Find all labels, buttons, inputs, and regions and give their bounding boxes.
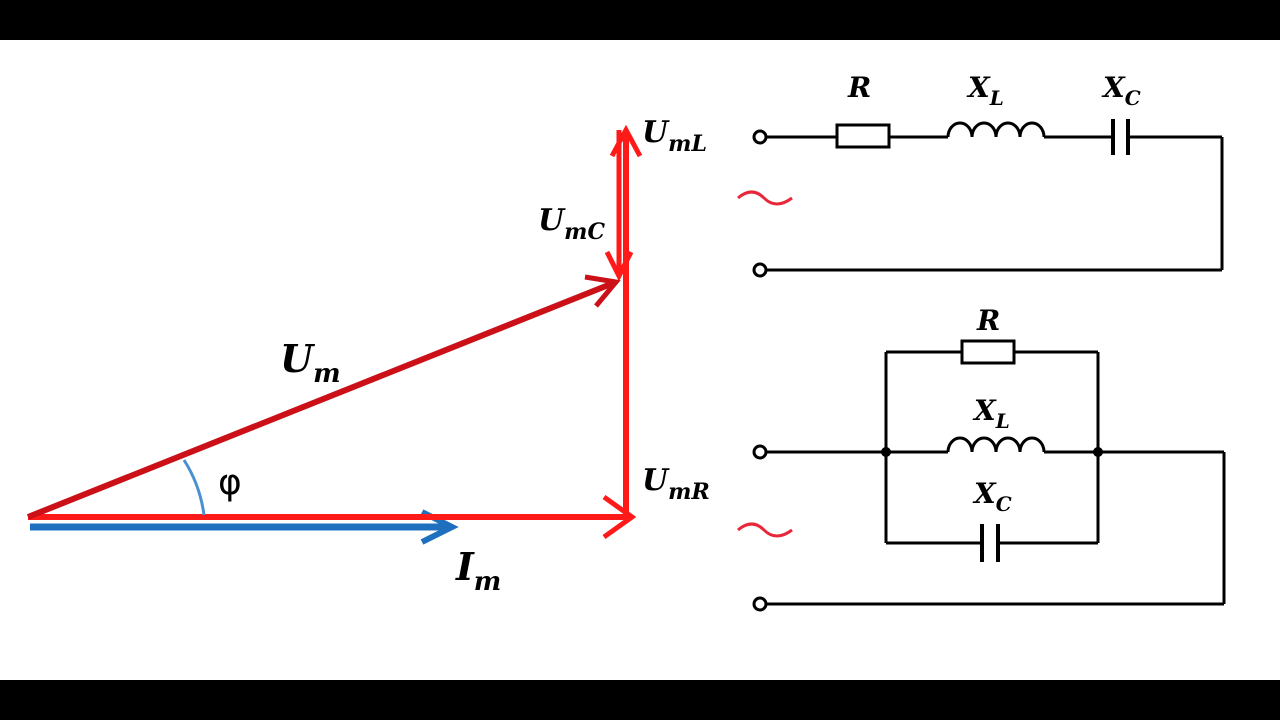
voltage-vector-umc-arrowhead [604, 250, 634, 282]
resistor-symbol [835, 123, 891, 149]
label-series-xc: XC [1101, 71, 1141, 110]
voltage-vector-um [26, 279, 618, 520]
ac-source-symbol [737, 522, 793, 538]
letterbox-top [0, 0, 1280, 40]
label-parallel-r: R [976, 304, 1000, 337]
canvas-background [0, 40, 1280, 680]
label-phi: φ [218, 462, 242, 503]
letterbox-bottom [0, 680, 1280, 720]
label-umc: UmC [538, 203, 605, 245]
phasor-diagram: Um UmL UmC UmR Im φ [26, 115, 710, 597]
junction-dot [881, 447, 891, 457]
parallel-circuit: R XL XC [737, 304, 1226, 612]
inductor-symbol [946, 121, 1046, 138]
ac-source-symbol [737, 190, 793, 206]
voltage-vector-um-arrowhead [584, 274, 621, 308]
label-um: Um [280, 336, 341, 389]
voltage-vector-umr-arrowhead [602, 494, 637, 540]
terminal-bottom [752, 262, 768, 278]
label-series-r: R [847, 71, 871, 104]
label-series-xl: XL [966, 71, 1004, 110]
series-circuit: R XL XC [737, 71, 1224, 278]
phase-angle-arc [182, 459, 206, 516]
terminal-top [752, 129, 768, 145]
label-umr: UmR [642, 463, 710, 505]
label-im: Im [455, 544, 501, 597]
resistor-symbol [960, 339, 1016, 365]
junction-dot [1093, 447, 1103, 457]
label-uml: UmL [642, 115, 707, 157]
inductor-symbol [946, 436, 1046, 453]
terminal-top [752, 444, 768, 460]
label-parallel-xl: XL [972, 394, 1010, 433]
label-parallel-xc: XC [972, 477, 1012, 516]
terminal-bottom [752, 596, 768, 612]
